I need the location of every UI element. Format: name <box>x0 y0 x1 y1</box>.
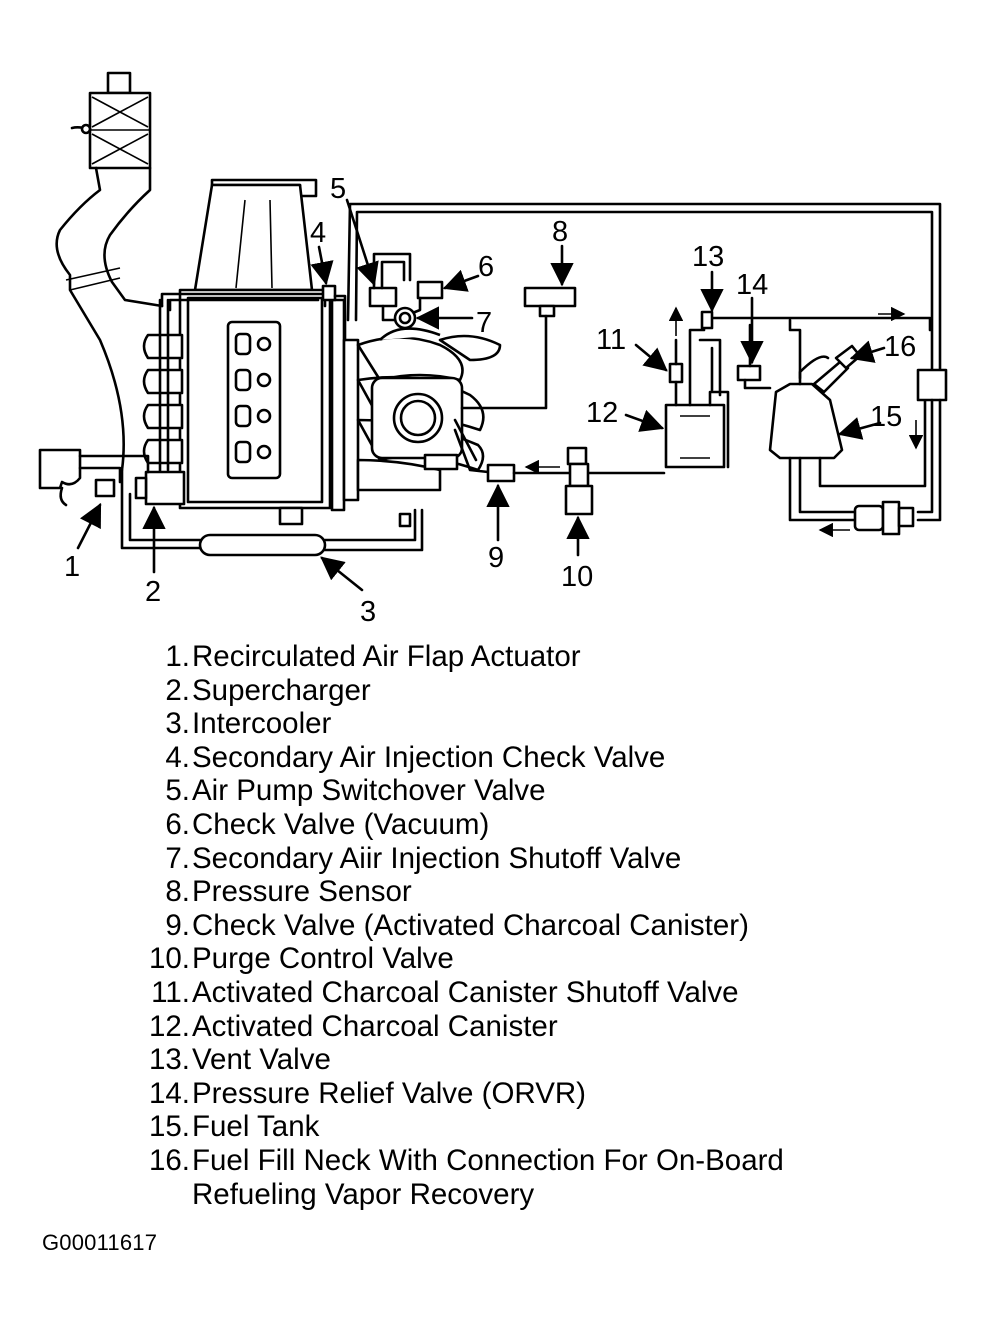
legend-text: Check Valve (Activated Charcoal Canister… <box>192 908 749 942</box>
engine-block <box>142 178 332 526</box>
legend-number: 8. <box>165 875 190 909</box>
legend-item: 15.Fuel Tank <box>136 1110 896 1144</box>
callout-1: 1 <box>64 551 80 583</box>
legend-item: 10.Purge Control Valve <box>136 942 896 976</box>
legend-item: 12.Activated Charcoal Canister <box>136 1010 896 1044</box>
legend-item: Refueling Vapor Recovery <box>136 1178 896 1212</box>
callout-15: 15 <box>870 401 902 433</box>
legend-text: Activated Charcoal Canister Shutoff Valv… <box>192 975 739 1009</box>
legend-item: 7.Secondary Aiir Injection Shutoff Valve <box>136 842 896 876</box>
callout-14: 14 <box>736 269 768 301</box>
legend-item: 6.Check Valve (Vacuum) <box>136 808 896 842</box>
legend-text: Purge Control Valve <box>192 942 454 976</box>
callout-5: 5 <box>330 173 346 205</box>
emission-system-diagram: 1 2 3 4 5 6 7 8 9 10 11 12 13 14 15 16 <box>38 71 948 628</box>
legend-text: Fuel Tank <box>192 1110 320 1144</box>
legend-text: Pressure Relief Valve (ORVR) <box>192 1076 587 1110</box>
legend-item: 11.Activated Charcoal Canister Shutoff V… <box>136 976 896 1010</box>
legend-number: 4. <box>165 740 190 774</box>
callout-arrows <box>76 198 886 592</box>
legend-item: 3.Intercooler <box>136 707 896 741</box>
legend-item: 5.Air Pump Switchover Valve <box>136 774 896 808</box>
callout-3: 3 <box>360 596 376 628</box>
callout-6: 6 <box>478 251 494 283</box>
legend-item: 2.Supercharger <box>136 674 896 708</box>
legend-number: 3. <box>165 707 190 741</box>
callout-9: 9 <box>488 542 504 574</box>
purge-line <box>453 418 666 516</box>
legend-item: 4.Secondary Air Injection Check Valve <box>136 741 896 775</box>
legend-number: 2. <box>165 673 190 707</box>
callout-11: 11 <box>596 324 626 356</box>
legend-number: 12. <box>148 1009 190 1043</box>
legend-number: 11. <box>151 975 190 1009</box>
callout-13: 13 <box>692 241 724 273</box>
legend-item: 13.Vent Valve <box>136 1043 896 1077</box>
legend-text: Supercharger <box>192 673 371 707</box>
supercharger-assembly <box>38 448 424 557</box>
spark-plugs <box>234 332 272 464</box>
callout-8: 8 <box>552 216 568 248</box>
callout-7: 7 <box>476 307 492 339</box>
legend-number: 7. <box>165 841 190 875</box>
air-filter-intake <box>55 71 164 472</box>
legend-number: 15. <box>148 1110 190 1144</box>
legend-text: Activated Charcoal Canister <box>192 1009 558 1043</box>
legend-item: 9.Check Valve (Activated Charcoal Canist… <box>136 909 896 943</box>
callout-2: 2 <box>145 576 161 608</box>
legend-text: Intercooler <box>192 707 332 741</box>
legend-number <box>136 1178 192 1212</box>
legend-text: Secondary Air Injection Check Valve <box>192 740 666 774</box>
figure-id: G00011617 <box>42 1230 158 1255</box>
legend-item: 8.Pressure Sensor <box>136 875 896 909</box>
legend-item: 16.Fuel Fill Neck With Connection For On… <box>136 1144 896 1178</box>
legend-item: 1.Recirculated Air Flap Actuator <box>136 640 896 674</box>
legend-number: 5. <box>165 774 190 808</box>
legend-text: Fuel Fill Neck With Connection For On-Bo… <box>192 1143 784 1177</box>
throttle-body <box>370 376 464 471</box>
legend-text: Air Pump Switchover Valve <box>192 774 546 808</box>
callout-4: 4 <box>310 217 326 249</box>
legend-text: Pressure Sensor <box>192 875 412 909</box>
legend-number: 1. <box>165 640 190 673</box>
legend-text: Recirculated Air Flap Actuator <box>192 640 581 673</box>
legend-item: 14.Pressure Relief Valve (ORVR) <box>136 1077 896 1111</box>
callout-12: 12 <box>586 397 618 429</box>
legend-number: 16. <box>148 1143 190 1177</box>
pressure-sensor <box>460 286 577 410</box>
legend-number: 10. <box>148 942 190 976</box>
legend-number: 13. <box>148 1043 190 1077</box>
fuel-tank-system <box>768 344 948 538</box>
legend-number: 6. <box>165 807 190 841</box>
legend-number: 14. <box>148 1076 190 1110</box>
callout-10: 10 <box>561 561 593 593</box>
callout-labels: 1 2 3 4 5 6 7 8 9 10 11 12 13 14 15 16 <box>64 173 916 628</box>
legend-text: Check Valve (Vacuum) <box>192 807 490 841</box>
legend-text: Vent Valve <box>192 1043 331 1077</box>
legend-text: Refueling Vapor Recovery <box>192 1177 535 1211</box>
callout-16: 16 <box>884 331 916 363</box>
legend-number: 9. <box>165 908 190 942</box>
legend-text: Secondary Aiir Injection Shutoff Valve <box>192 841 682 875</box>
